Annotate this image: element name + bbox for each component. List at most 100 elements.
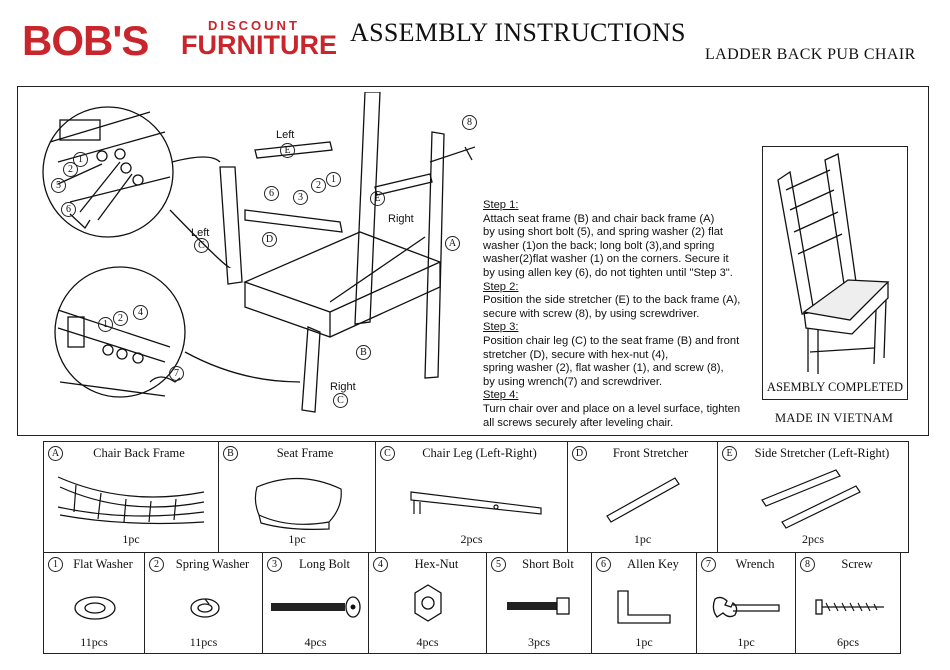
hardware-quantity: 11pcs	[189, 635, 218, 649]
hardware-name: Flat Washer	[73, 557, 133, 571]
hardware-quantity: 6pcs	[837, 635, 859, 649]
step-3-line: Position chair leg (C) to the seat frame…	[483, 334, 740, 347]
long-bolt-icon	[271, 596, 361, 618]
hardware-quantity: 11pcs	[80, 635, 108, 649]
part-name: Front Stretcher	[612, 446, 689, 460]
hardware-number-badge: 1	[48, 557, 63, 572]
part-quantity: 2pcs	[802, 532, 824, 546]
hardware-cell-1: 1 Flat Washer 11pcs	[43, 552, 145, 654]
part-quantity: 1pc	[288, 532, 306, 546]
step-1-line: by using allen key (6), do not tighten u…	[483, 266, 733, 279]
part-name: Seat Frame	[276, 446, 334, 460]
chair-back-post-drawing	[354, 92, 381, 325]
step-2-title: Step 2:	[483, 280, 519, 293]
step-1-line: washer(2)flat washer (1) on the corners.…	[483, 253, 729, 266]
flat-washer-icon	[74, 596, 116, 620]
callout-e-upper: E	[280, 143, 295, 158]
short-bolt-icon	[507, 597, 570, 615]
callout-a: A	[445, 236, 460, 251]
hardware-name: Long Bolt	[298, 557, 351, 571]
chair-back-frame-icon	[57, 476, 205, 525]
country-of-origin: MADE IN VIETNAM	[775, 411, 894, 425]
hardware-cell-4: 4 Hex-Nut 4pcs	[368, 552, 487, 654]
hardware-name: Wrench	[735, 557, 775, 571]
part-cell-b: B Seat Frame 1pc	[218, 441, 376, 553]
callout-6-detail: 6	[61, 202, 76, 217]
callout-c-right: C	[333, 393, 348, 408]
part-cell-d: D Front Stretcher 1pc	[567, 441, 718, 553]
hex-nut-icon	[414, 584, 442, 622]
hardware-number-badge: 8	[800, 557, 815, 572]
step-2-line: Position the side stretcher (E) to the b…	[483, 294, 741, 307]
callout-5-detail: 5	[51, 178, 66, 193]
brand-logo-bobs: BOB'S	[22, 17, 149, 64]
document-title: ASSEMBLY INSTRUCTIONS	[350, 18, 686, 47]
callout-2-detail: 2	[63, 162, 78, 177]
part-letter-badge: B	[223, 446, 238, 461]
part-cell-c: C Chair Leg (Left-Right) 2pcs	[375, 441, 568, 553]
wrench-icon	[712, 596, 780, 618]
step-4-title: Step 4:	[483, 389, 519, 402]
callout-1-detail: 1	[73, 152, 88, 167]
callout-6-upper: 6	[264, 186, 279, 201]
brand-logo-furniture: FURNITURE	[181, 30, 337, 60]
chair-leg-left-drawing	[219, 166, 243, 285]
part-cell-a: A Chair Back Frame 1pc	[43, 441, 219, 553]
completed-chair-panel	[762, 146, 908, 400]
part-name: Side Stretcher (Left-Right)	[754, 446, 890, 460]
label-left-chair-leg: Left	[191, 227, 210, 239]
front-stretcher-icon	[606, 477, 680, 523]
hardware-cell-2: 2 Spring Washer 11pcs	[144, 552, 263, 654]
part-quantity: 1pc	[122, 532, 140, 546]
hardware-number-badge: 2	[149, 557, 164, 572]
hardware-name: Screw	[841, 557, 873, 571]
step-1-line: washer (1)on the back; long bolt (3),and…	[483, 239, 715, 252]
hardware-cell-3: 3 Long Bolt 4pcs	[262, 552, 369, 654]
part-quantity: 1pc	[633, 532, 652, 546]
hardware-cell-5: 5 Short Bolt 3pcs	[486, 552, 592, 654]
callout-1-leg: 1	[98, 317, 113, 332]
hardware-name: Hex-Nut	[414, 557, 459, 571]
callout-c-left: C	[194, 238, 209, 253]
detail-circle-leg-joint	[54, 266, 186, 398]
label-right-chair-leg: Right	[330, 381, 356, 393]
chair-leg-icon	[410, 491, 542, 515]
spring-washer-icon	[190, 598, 220, 618]
callout-8: 8	[462, 115, 477, 130]
callout-4-leg: 4	[133, 305, 148, 320]
detail-circle-back-bolts	[42, 106, 174, 238]
hardware-number-badge: 5	[491, 557, 506, 572]
hardware-quantity: 3pcs	[528, 635, 550, 649]
step-1-title: Step 1:	[483, 199, 519, 211]
hardware-cell-6: 6 Allen Key 1pc	[591, 552, 697, 654]
side-stretcher-icon	[761, 469, 861, 529]
step-4-line: Turn chair over and place on a level sur…	[483, 402, 741, 415]
step-2-line: secure with screw (8), by using screwdri…	[483, 307, 700, 320]
hardware-quantity: 1pc	[737, 635, 755, 649]
hardware-cell-7: 7 Wrench 1pc	[696, 552, 796, 654]
part-name: Chair Leg (Left-Right)	[422, 446, 537, 460]
hardware-number-badge: 7	[701, 557, 716, 572]
part-letter-badge: D	[572, 446, 587, 461]
callout-3: 3	[293, 190, 308, 205]
hardware-name: Spring Washer	[175, 557, 250, 571]
hardware-cell-8: 8 Screw 6pcs	[795, 552, 901, 654]
seat-frame-icon	[254, 477, 342, 530]
hardware-name: Allen Key	[627, 557, 679, 571]
assembly-steps: Step 1: Attach seat frame (B) and chair …	[483, 199, 773, 430]
completed-chair-drawing	[777, 153, 890, 374]
step-1-line: by using short bolt (5), and spring wash…	[483, 226, 724, 239]
hardware-quantity: 1pc	[635, 635, 653, 649]
brand-logo-discount: DISCOUNT	[208, 18, 300, 33]
callout-2-upper: 2	[311, 178, 326, 193]
part-letter-badge: E	[722, 446, 737, 461]
hardware-number-badge: 3	[267, 557, 282, 572]
hardware-quantity: 4pcs	[304, 635, 327, 649]
assembly-diagram-frame	[17, 86, 929, 436]
hardware-number-badge: 4	[373, 557, 388, 572]
step-4-line: all screws securely after leveling chair…	[483, 416, 674, 429]
callout-2-leg: 2	[113, 311, 128, 326]
callout-e-right: E	[370, 191, 385, 206]
exploded-assembly-diagram	[42, 92, 475, 413]
screw-icon	[815, 599, 884, 615]
